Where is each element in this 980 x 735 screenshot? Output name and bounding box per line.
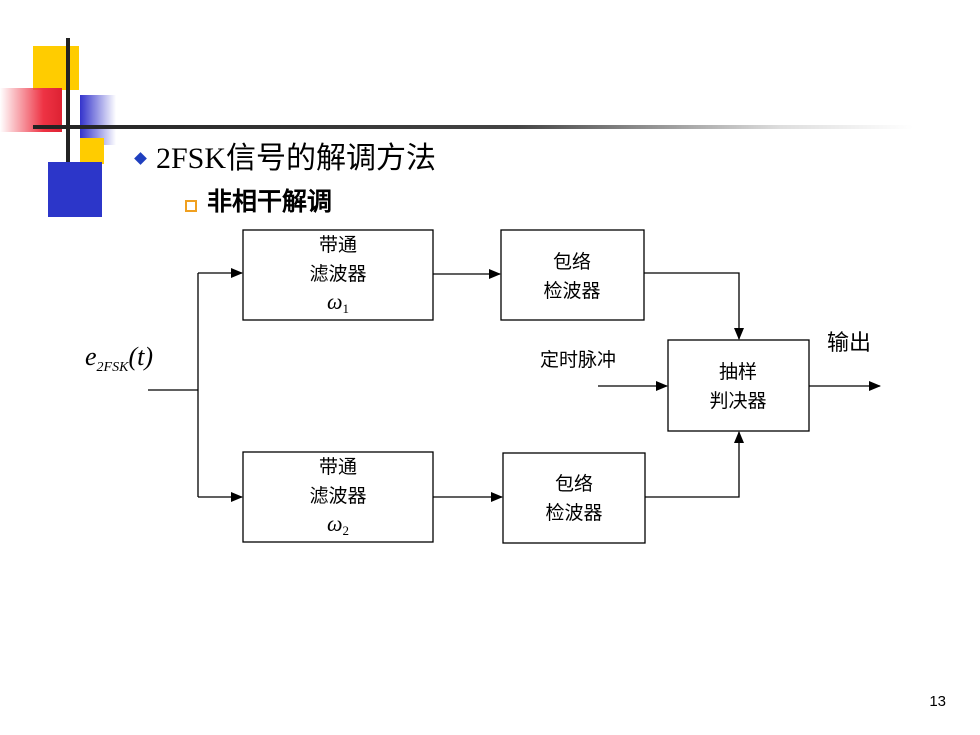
bpf2-omega-label: ω2 (327, 511, 349, 538)
decor-horizontal-rule (33, 125, 913, 129)
envelope-detector-1-box (500, 229, 645, 321)
bpf1-label-line2: 滤波器 (309, 263, 366, 285)
clock-pulse-label: 定时脉冲 (540, 349, 616, 371)
output-label: 输出 (827, 330, 871, 355)
bandpass-filter-1-box (242, 229, 434, 321)
slide-subtitle: 非相干解调 (207, 187, 333, 216)
env2-label-line2: 检波器 (545, 502, 602, 524)
decor-blue-gradient-bar (80, 95, 116, 145)
bandpass-filter-2-box (242, 451, 434, 543)
decision-label-line1: 抽样 (719, 361, 757, 383)
square-bullet-icon (185, 200, 197, 212)
bpf2-label-line1: 带通 (319, 456, 357, 478)
envelope-detector-2-box (502, 452, 646, 544)
env2-label-line1: 包络 (555, 473, 593, 495)
env1-label-line2: 检波器 (543, 280, 600, 302)
slide-title: 2FSK信号的解调方法 (156, 142, 437, 175)
page-number: 13 (929, 693, 946, 710)
decision-label-line2: 判决器 (709, 390, 766, 412)
input-signal-label: e2FSK(t) (85, 342, 153, 375)
decor-red-gradient-bar (0, 88, 62, 132)
bpf1-label-line1: 带通 (319, 234, 357, 256)
env1-label-line1: 包络 (553, 251, 591, 273)
decor-blue-square (48, 162, 102, 217)
bpf1-omega-label: ω1 (327, 289, 349, 316)
arrow-env1-to-decision (644, 272, 744, 340)
bpf2-label-line2: 滤波器 (309, 485, 366, 507)
decor-yellow-square-small (80, 138, 104, 164)
decor-vertical-rule (66, 38, 70, 162)
sample-decision-box (667, 339, 810, 432)
arrow-env2-to-decision (645, 431, 744, 498)
decor-yellow-square-top (33, 46, 79, 90)
